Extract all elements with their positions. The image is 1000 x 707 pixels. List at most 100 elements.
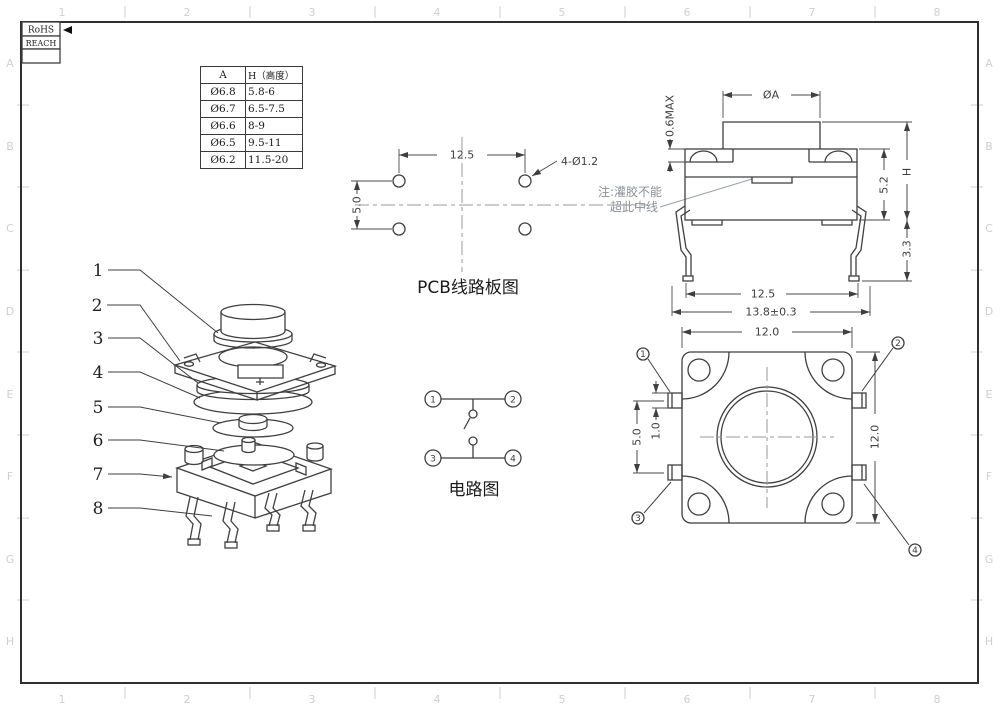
- front-overall-width-dim: 13.8±0.3: [745, 306, 796, 319]
- grid-col-label: 6: [684, 6, 691, 19]
- part-number: 7: [93, 465, 104, 485]
- front-leg-height-dim: 3.3: [901, 240, 914, 258]
- reach-label: REACH: [26, 39, 57, 48]
- front-body: [684, 148, 858, 221]
- pcb-hole: [392, 174, 406, 188]
- grid-row-label: G: [6, 553, 15, 566]
- front-legs: [675, 205, 867, 282]
- grid-col-label: 5: [559, 693, 566, 706]
- grid-row-label: A: [6, 57, 14, 70]
- top-body: [681, 351, 853, 524]
- table-header-h: H（高度）: [245, 66, 303, 84]
- top-height-dim: 12.0: [869, 425, 882, 450]
- front-cap: [722, 121, 821, 149]
- table-row: Ø6.7 6.5-7.5: [200, 100, 303, 118]
- grid-row-label: A: [985, 57, 993, 70]
- table-row: Ø6.6 8-9: [200, 117, 303, 135]
- grid-col-label: 1: [59, 6, 66, 19]
- terminal-3-label: 3: [430, 455, 436, 465]
- circuit-wires: [441, 398, 505, 459]
- sheet-grid: 1 2 3 4 5 6 7 8 1 2 3 4 5 6 7 8 A B C D …: [6, 6, 994, 706]
- rohs-label: RoHS: [28, 26, 54, 36]
- circuit-caption: 电路图: [449, 480, 500, 500]
- glue-note-leader: [659, 178, 753, 208]
- grid-row-label: C: [985, 222, 993, 235]
- part-number: 8: [93, 499, 104, 519]
- table-row: Ø6.2 11.5-20: [200, 151, 303, 169]
- grid-row-label: C: [6, 222, 14, 235]
- circuit-view: 1 2 3 4 电路图: [424, 390, 522, 500]
- certification-badges: RoHS REACH: [21, 21, 72, 64]
- empty-badge: [21, 48, 61, 64]
- exploded-part-numbers: 1 2 3 4 5 6 7 8: [92, 261, 225, 519]
- grid-row-label: D: [6, 305, 14, 318]
- front-pin-pitch-dim: 12.5: [751, 288, 776, 301]
- circuit-contact-lower: [468, 436, 478, 446]
- exploded-legs: [185, 489, 317, 549]
- terminal-2-label: 2: [510, 396, 516, 406]
- grid-col-label: 8: [934, 6, 941, 19]
- grid-row-label: B: [985, 140, 993, 153]
- front-bumps: [689, 150, 853, 163]
- table-header-row: A H（高度）: [200, 66, 303, 84]
- table-row: Ø6.5 9.5-11: [200, 134, 303, 152]
- top-corner-hole: [821, 492, 845, 516]
- top-corner-hole: [821, 358, 845, 382]
- grid-row-label: B: [6, 140, 14, 153]
- exploded-view: 1 2 3 4 5 6 7 8: [92, 261, 338, 549]
- front-view: ØA 0.6MAX 5.2 H 3.3 12.5 13.8±0.3: [664, 89, 914, 319]
- grid-col-label: 8: [934, 693, 941, 706]
- part-number: 4: [93, 363, 104, 383]
- top-pin-pitch-dim: 5.0: [631, 428, 644, 446]
- grid-row-label: F: [7, 470, 13, 483]
- top-pin-width-dim: 1.0: [650, 422, 663, 440]
- grid-row-label: F: [986, 470, 992, 483]
- terminal-4-label: 4: [510, 455, 516, 465]
- glue-note-line2: 超此中线: [610, 199, 658, 214]
- pcb-pitch-y-dim: 5.0: [351, 196, 364, 214]
- top-pins: [667, 392, 867, 481]
- front-cap-dia-dim: ØA: [763, 89, 780, 102]
- table-row: Ø6.8 5.8-6: [200, 83, 303, 101]
- grid-row-label: E: [7, 388, 14, 401]
- front-notch: [751, 177, 793, 184]
- pcb-view: 12.5 5.0 4-Ø1.2 PCB线路板图: [351, 137, 648, 298]
- front-body-height-dim: 5.2: [878, 176, 891, 194]
- pcb-hole-callout: 4-Ø1.2: [561, 155, 598, 168]
- exploded-dome: [213, 436, 295, 466]
- revision-triangle-icon: [63, 26, 72, 34]
- grid-row-label: G: [985, 553, 994, 566]
- top-corner-arcs: [681, 351, 853, 524]
- part-number: 5: [93, 398, 104, 418]
- front-flange-dim: 0.6MAX: [664, 95, 677, 138]
- part-number: 3: [93, 329, 104, 349]
- front-feet: [691, 220, 853, 226]
- pcb-view-caption: PCB线路板图: [417, 278, 519, 298]
- glue-note-line1: 注:灌胶不能: [598, 184, 662, 199]
- grid-col-label: 3: [309, 6, 316, 19]
- pcb-pitch-x-dim: 12.5: [450, 149, 475, 162]
- top-width-dim: 12.0: [755, 326, 780, 339]
- glue-note: 注:灌胶不能 超此中线: [598, 178, 753, 214]
- circuit-contact-upper: [468, 409, 478, 419]
- exploded-cover-plate: [172, 341, 338, 401]
- grid-col-label: 2: [184, 6, 191, 19]
- top-corner-hole: [687, 358, 711, 382]
- pcb-hole: [518, 222, 532, 236]
- grid-col-label: 6: [684, 693, 691, 706]
- exploded-disc-boss: [212, 413, 294, 438]
- grid-col-label: 2: [184, 693, 191, 706]
- top-corner-hole: [687, 492, 711, 516]
- table-header-a: A: [200, 66, 246, 84]
- part-number: 2: [92, 296, 103, 316]
- top-pin-callouts: 1 2 3 4: [631, 336, 922, 557]
- grid-col-label: 4: [434, 693, 441, 706]
- exploded-cap: [213, 303, 293, 349]
- grid-col-label: 7: [809, 693, 816, 706]
- part-number: 6: [93, 431, 104, 451]
- pcb-hole: [392, 222, 406, 236]
- grid-row-label: D: [985, 305, 993, 318]
- pin-callout-4: 4: [912, 546, 918, 556]
- pin-callout-2: 2: [895, 339, 901, 349]
- front-total-height-dim: H: [901, 168, 914, 176]
